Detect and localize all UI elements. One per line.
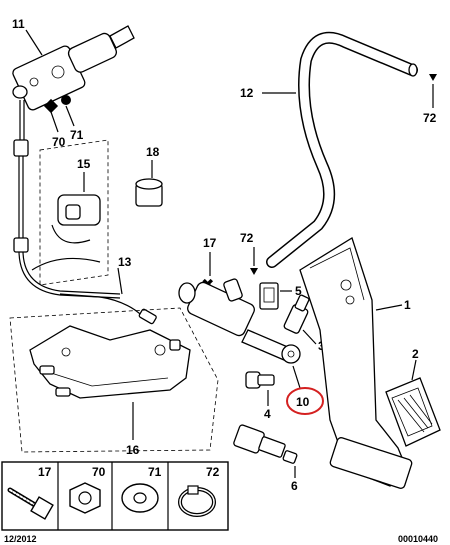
bolt-icon bbox=[7, 487, 54, 520]
switch-part-3 bbox=[283, 294, 310, 334]
washer-icon bbox=[121, 483, 159, 513]
callout-2: 2 bbox=[412, 347, 419, 361]
callout-16: 16 bbox=[126, 443, 140, 457]
callout-72-top: 72 bbox=[423, 111, 437, 125]
legend-num-70: 70 bbox=[92, 465, 106, 479]
callout-17: 17 bbox=[203, 236, 217, 250]
bushing-part-18 bbox=[135, 178, 163, 207]
master-cylinder-part-11 bbox=[12, 25, 135, 111]
footer-date: 12/2012 bbox=[4, 534, 37, 544]
legend-num-71: 71 bbox=[148, 465, 162, 479]
legend-num-17: 17 bbox=[38, 465, 52, 479]
mounting-bracket-part-16 bbox=[9, 307, 219, 453]
callout-10: 10 bbox=[296, 395, 310, 409]
pipe-part-13 bbox=[59, 293, 157, 325]
switch-part-6 bbox=[233, 424, 298, 464]
callout-11: 11 bbox=[12, 17, 25, 31]
hose-clamp-icon bbox=[178, 485, 216, 517]
nut-icon bbox=[69, 482, 101, 514]
callout-5: 5 bbox=[295, 284, 302, 298]
callout-12: 12 bbox=[240, 86, 254, 100]
callout-15: 15 bbox=[77, 157, 91, 171]
callout-4: 4 bbox=[264, 407, 271, 421]
callout-1: 1 bbox=[404, 298, 411, 312]
arrow-marker-icon bbox=[250, 268, 258, 275]
bracket-part-15 bbox=[31, 139, 109, 286]
legend-num-72: 72 bbox=[206, 465, 220, 479]
slave-cylinder bbox=[178, 278, 301, 364]
callout-70: 70 bbox=[52, 135, 66, 149]
hose-part-12 bbox=[266, 31, 418, 268]
clutch-pipe bbox=[13, 100, 121, 299]
footer-reference: 00010440 bbox=[398, 534, 438, 544]
pedal-part-1 bbox=[299, 237, 413, 489]
callout-72-mid: 72 bbox=[240, 231, 254, 245]
washer-part-71 bbox=[61, 95, 71, 105]
callout-71: 71 bbox=[70, 128, 84, 142]
callout-13: 13 bbox=[118, 255, 132, 269]
highlight-ring-10 bbox=[286, 387, 324, 415]
pedal-pad-part-2 bbox=[385, 377, 441, 447]
clip-part-5 bbox=[259, 282, 279, 310]
arrow-marker-icon bbox=[429, 74, 437, 81]
legend-table: 17 70 71 72 bbox=[1, 461, 229, 531]
callout-6: 6 bbox=[291, 479, 298, 493]
pin-part-4 bbox=[245, 371, 275, 389]
callout-18: 18 bbox=[146, 145, 160, 159]
